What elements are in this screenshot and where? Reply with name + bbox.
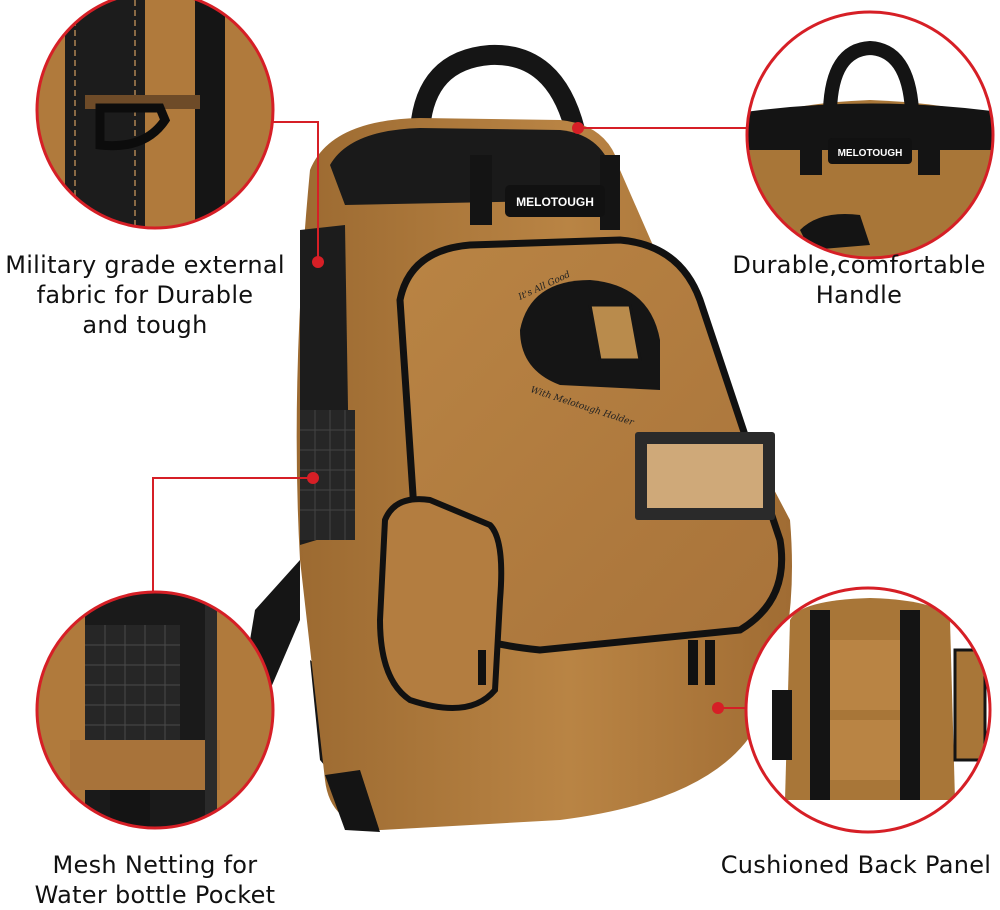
top-handle — [410, 44, 585, 140]
d-ring-icon — [95, 103, 171, 151]
caption-back: Cushioned Back Panel — [720, 851, 992, 879]
detail-circle-handle: MELOTOUGH — [745, 10, 995, 260]
caption-handle: Durable,comfortable Handle — [732, 251, 986, 309]
detail-circle-back — [744, 586, 992, 834]
brand-logo: MELOTOUGH — [516, 195, 594, 209]
detail-circle-mesh — [35, 590, 275, 830]
brand-logo-patch — [505, 185, 605, 217]
callout-dots — [307, 122, 724, 714]
caption-mesh: Mesh Netting for Water bottle Pocket — [34, 851, 276, 909]
handle-band — [470, 155, 492, 225]
caption-fabric: Military grade external fabric for Durab… — [5, 251, 285, 339]
svg-text:MELOTOUGH: MELOTOUGH — [838, 148, 903, 159]
main-backpack: MELOTOUGH It's All Good With Melotough H… — [240, 44, 792, 832]
side-pocket — [376, 496, 505, 711]
detail-circle-fabric — [35, 0, 275, 230]
